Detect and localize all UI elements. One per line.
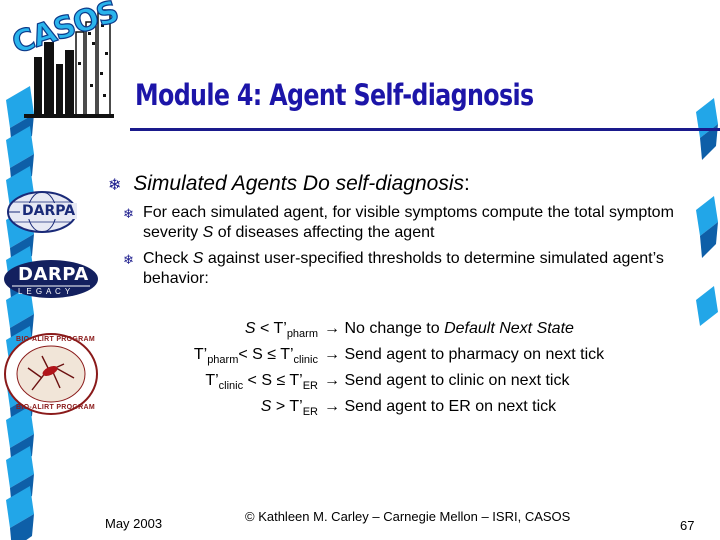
rule-4-sub: ER <box>302 406 318 419</box>
rule-row-2-condition: T’pharm< S ≤ T’clinic <box>194 346 318 366</box>
sub-bullet-1-text-a: For each simulated agent, for visible sy… <box>143 204 674 241</box>
ribbon-segment <box>6 446 34 488</box>
casos-logo: CASOS <box>4 0 123 122</box>
sub-bullet-2-text-b: against user-specified thresholds to det… <box>143 250 664 287</box>
rule-1-action-text: → No change to <box>324 320 445 337</box>
rule-2-t: T’ <box>193 346 208 363</box>
rule-row-4-action: → Send agent to ER on next tick <box>324 398 556 416</box>
bio-alirt-top-text: BIO-ALIRT PROGRAM <box>16 336 95 343</box>
threshold-rules: S < T’pharm → No change to Default Next … <box>0 318 720 428</box>
sub-bullet-2-var: S <box>192 250 204 267</box>
darpa-globe-text: DARPA <box>20 203 78 219</box>
rule-1-prime: ’ <box>283 320 287 337</box>
rule-1-action-italic: Default Next State <box>444 320 574 337</box>
bio-alirt-logo: BIO-ALIRT PROGRAM BIO-ALIRT PROGRAM <box>2 330 100 418</box>
rule-3-action-text: → Send agent to clinic on next tick <box>324 372 570 389</box>
rule-3-t: T’ <box>205 372 219 389</box>
rule-row-4-condition: S > T’ER <box>261 398 318 418</box>
ribbon-segment <box>6 406 34 448</box>
rule-1-var: S <box>244 320 256 337</box>
sub-bullet-1-text-b: of diseases affecting the agent <box>213 224 435 241</box>
sub-bullet-1: ❄ For each simulated agent, for visible … <box>123 203 703 243</box>
rule-3-op: < S ≤ T’ <box>243 372 303 389</box>
rule-4-action-text: → Send agent to ER on next tick <box>324 398 557 415</box>
darpa-legacy-subtext: L E G A C Y <box>18 287 72 296</box>
rule-2-action-text: → Send agent to pharmacy on next tick <box>324 346 605 363</box>
sub-bullet-1-var: S <box>202 224 214 241</box>
main-bullet: ❄ Simulated Agents Do self-diagnosis: <box>108 172 470 196</box>
rule-row-1-condition: S < T’pharm <box>245 320 318 340</box>
rule-4-op: > T’ <box>271 398 303 415</box>
main-bullet-text: Simulated Agents Do self-diagnosis <box>133 172 464 195</box>
rule-2-sub-a: pharm <box>207 354 239 367</box>
page-title: Module 4: Agent Self-diagnosis <box>135 78 534 112</box>
rule-row-2-action: → Send agent to pharmacy on next tick <box>324 346 604 364</box>
rule-row-1-action: → No change to Default Next State <box>324 320 574 338</box>
snowflake-bullet-icon: ❄ <box>108 177 122 194</box>
right-ribbon-decoration <box>696 98 718 326</box>
rule-3-sub-b: ER <box>302 380 318 393</box>
rule-4-var: S <box>260 398 272 415</box>
darpa-legacy-text: DARPA <box>18 264 89 285</box>
sub-bullet-2: ❄ Check S against user-specified thresho… <box>123 249 703 289</box>
snowflake-bullet-icon: ❄ <box>123 252 134 267</box>
ribbon-segment <box>6 486 34 528</box>
footer-copyright: © Kathleen M. Carley – Carnegie Mellon –… <box>245 509 571 524</box>
ribbon-segment <box>6 126 34 168</box>
ribbon-segment-shadow <box>10 514 34 540</box>
rule-row-3-condition: T’clinic < S ≤ T’ER <box>205 372 318 392</box>
rule-1-sub: pharm <box>286 328 318 341</box>
rule-1-op: < T <box>255 320 284 337</box>
bio-alirt-bottom-text: BIO-ALIRT PROGRAM <box>16 404 95 411</box>
darpa-globe-logo: DARPA <box>6 190 78 234</box>
footer-date: May 2003 <box>105 516 163 531</box>
sub-bullet-2-text-a: Check <box>143 250 193 267</box>
main-bullet-colon: : <box>463 172 470 195</box>
rule-row-3-action: → Send agent to clinic on next tick <box>324 372 569 390</box>
ribbon-segment <box>6 286 34 328</box>
rule-3-sub-a: clinic <box>218 380 244 393</box>
darpa-legacy-logo: DARPA L E G A C Y <box>2 258 100 300</box>
rule-2-op: < S ≤ T’ <box>238 346 294 363</box>
title-underline <box>130 128 720 131</box>
rule-2-sub-b: clinic <box>293 354 318 367</box>
footer-page-number: 67 <box>680 518 695 533</box>
snowflake-bullet-icon: ❄ <box>123 206 134 221</box>
